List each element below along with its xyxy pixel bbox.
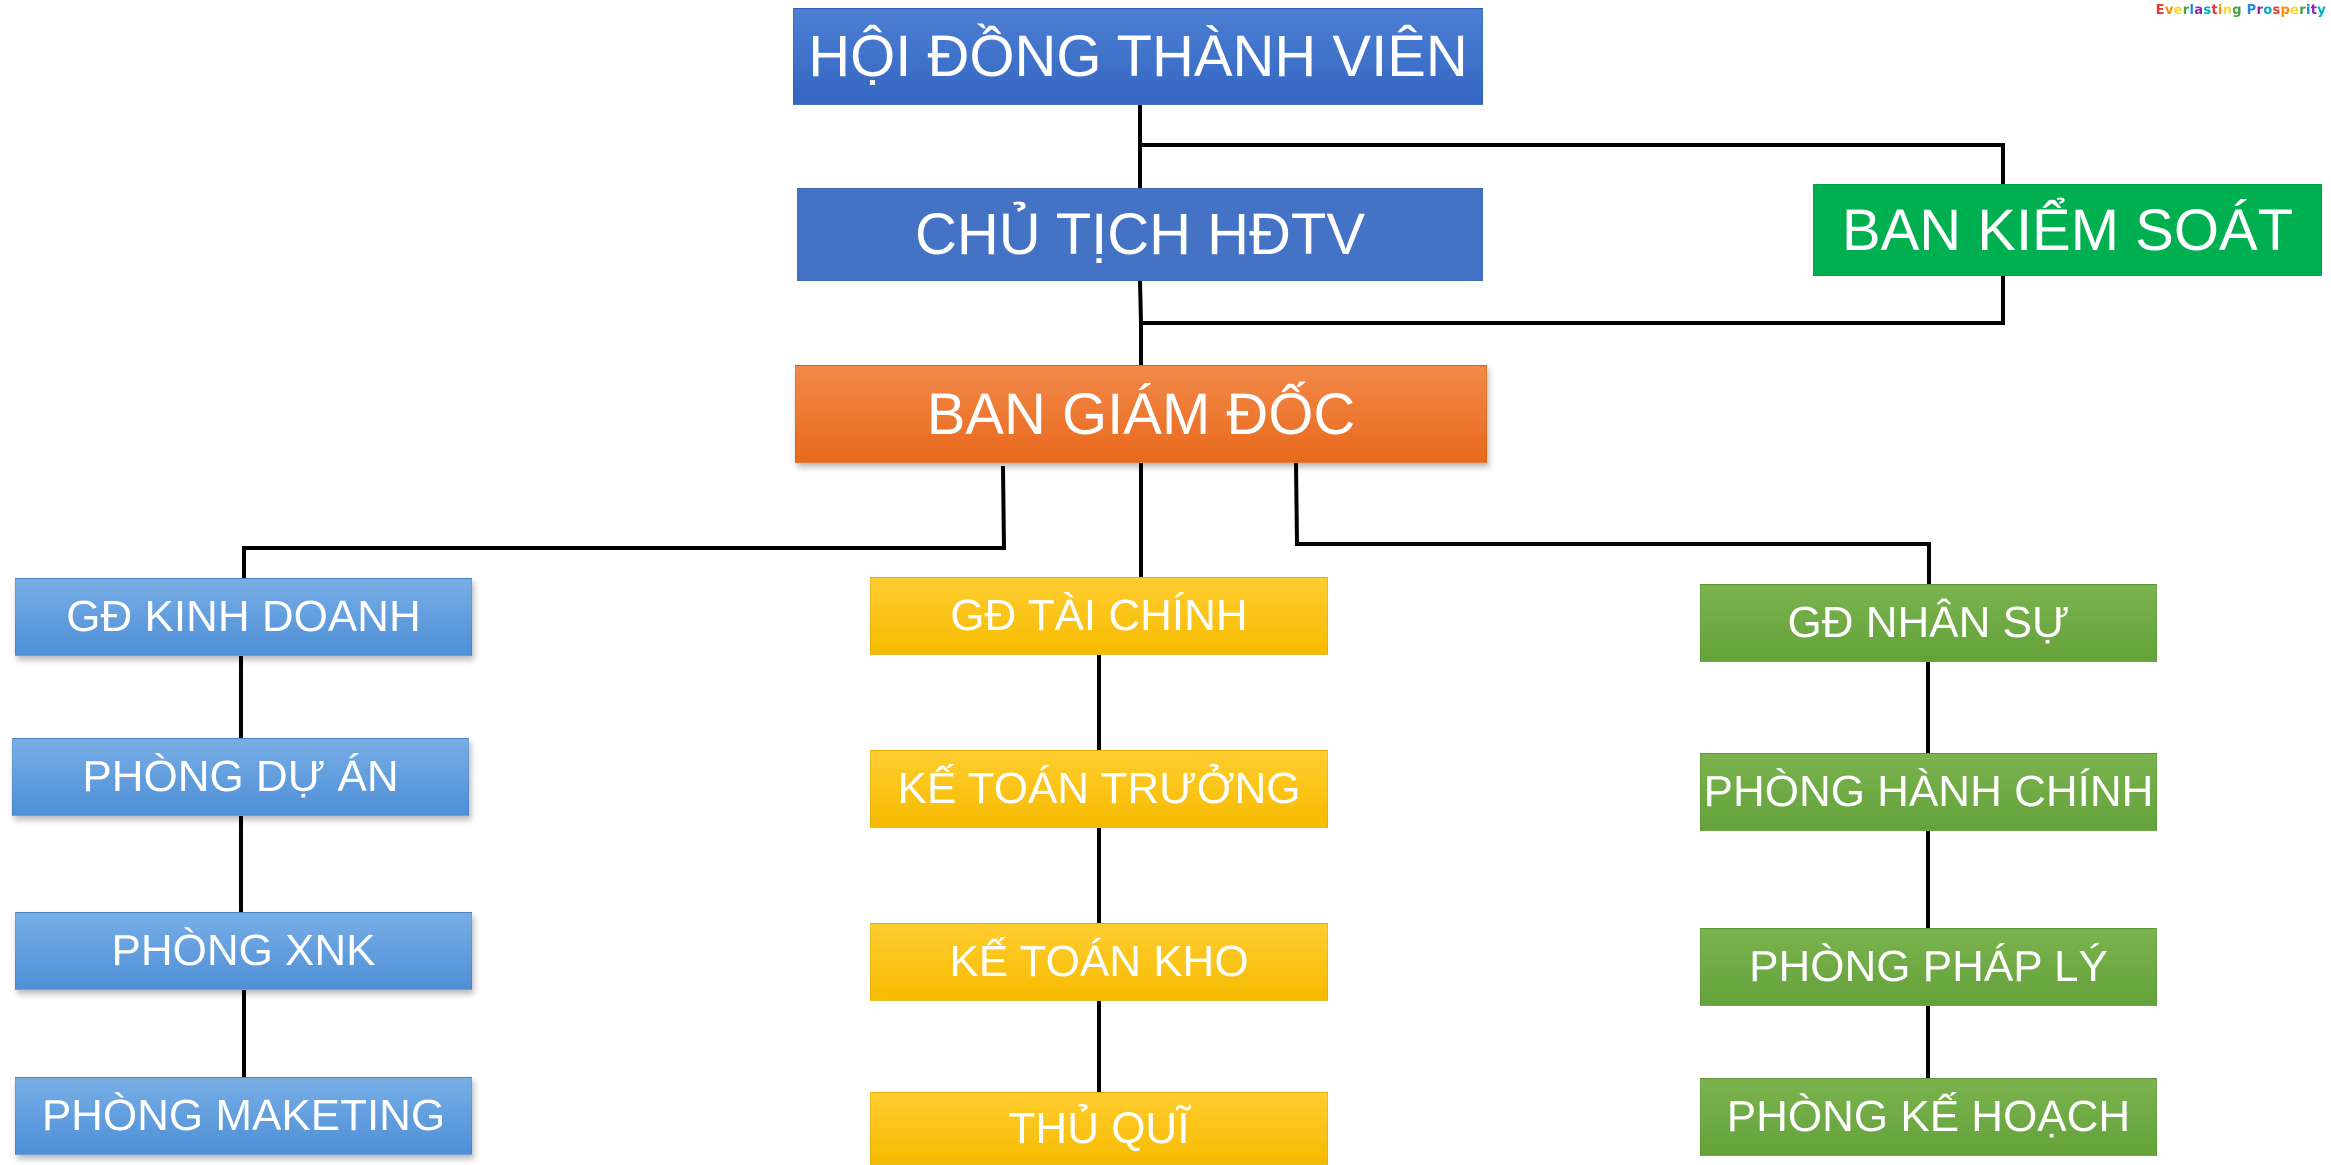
node-phong-phap-ly: PHÒNG PHÁP LÝ bbox=[1700, 928, 2157, 1006]
node-hoi-dong-thanh-vien: HỘI ĐỒNG THÀNH VIÊN bbox=[793, 8, 1483, 105]
node-label: CHỦ TỊCH HĐTV bbox=[914, 202, 1366, 267]
node-label: PHÒNG XNK bbox=[111, 926, 376, 975]
logo-letter: n bbox=[2222, 3, 2233, 18]
node-label: HỘI ĐỒNG THÀNH VIÊN bbox=[808, 24, 1468, 89]
logo-letter: r bbox=[2182, 3, 2190, 18]
node-phong-du-an: PHÒNG DỰ ÁN bbox=[12, 738, 469, 816]
logo-letter: i bbox=[2305, 3, 2311, 18]
node-gd-kinh-doanh: GĐ KINH DOANH bbox=[15, 578, 472, 656]
node-phong-maketing: PHÒNG MAKETING bbox=[15, 1077, 472, 1155]
node-label: KẾ TOÁN TRƯỞNG bbox=[897, 764, 1301, 813]
logo-letter: E bbox=[2155, 3, 2165, 18]
logo-letter: a bbox=[2194, 3, 2204, 18]
connector-hdtv-bankiemsoat bbox=[1138, 143, 2005, 186]
node-ke-toan-kho: KẾ TOÁN KHO bbox=[870, 923, 1328, 1001]
node-label: BAN KIỂM SOÁT bbox=[1841, 197, 2294, 263]
node-gd-nhan-su: GĐ NHÂN SỰ bbox=[1700, 584, 2157, 662]
connector-bgd-nhansu bbox=[1293, 460, 1931, 586]
brand-logo: Everlasting Prosperity bbox=[2156, 3, 2326, 18]
connector-bgd-kinhdoanh bbox=[242, 465, 1007, 580]
node-label: GĐ NHÂN SỰ bbox=[1787, 598, 2070, 647]
logo-letter: t bbox=[2310, 3, 2318, 18]
node-thu-qui: THỦ QUĨ bbox=[870, 1092, 1328, 1165]
node-phong-ke-hoach: PHÒNG KẾ HOẠCH bbox=[1700, 1078, 2157, 1156]
node-gd-tai-chinh: GĐ TÀI CHÍNH bbox=[870, 577, 1328, 655]
node-ban-kiem-soat: BAN KIỂM SOÁT bbox=[1813, 184, 2322, 276]
connector-bankiemsoat-bangiamdoc bbox=[1139, 274, 2005, 325]
logo-letter: r bbox=[2299, 3, 2306, 18]
node-chu-tich-hdtv: CHỦ TỊCH HĐTV bbox=[797, 188, 1483, 281]
logo-letter: r bbox=[2256, 3, 2264, 18]
node-phong-hanh-chinh: PHÒNG HÀNH CHÍNH bbox=[1700, 753, 2157, 831]
logo-letter: s bbox=[2272, 3, 2281, 18]
logo-letter: o bbox=[2263, 3, 2273, 18]
node-label: PHÒNG KẾ HOẠCH bbox=[1726, 1092, 2131, 1141]
logo-letter: i bbox=[2217, 3, 2223, 18]
node-label: PHÒNG PHÁP LÝ bbox=[1749, 942, 2108, 991]
node-ban-giam-doc: BAN GIÁM ĐỐC bbox=[795, 365, 1487, 463]
node-label: BAN GIÁM ĐỐC bbox=[926, 381, 1356, 447]
node-label: PHÒNG HÀNH CHÍNH bbox=[1703, 767, 2154, 816]
logo-letter: p bbox=[2280, 3, 2291, 18]
logo-letter: s bbox=[2203, 3, 2212, 18]
logo-letter: g bbox=[2232, 3, 2242, 18]
logo-letter: t bbox=[2211, 3, 2218, 18]
node-label: GĐ KINH DOANH bbox=[66, 592, 421, 641]
node-label: KẾ TOÁN KHO bbox=[949, 937, 1249, 986]
node-label: GĐ TÀI CHÍNH bbox=[950, 591, 1248, 640]
logo-letter: e bbox=[2173, 3, 2183, 18]
node-label: PHÒNG DỰ ÁN bbox=[82, 752, 399, 801]
node-ke-toan-truong: KẾ TOÁN TRƯỞNG bbox=[870, 750, 1328, 828]
logo-letter: l bbox=[2189, 3, 2195, 18]
logo-letter: P bbox=[2246, 3, 2257, 18]
node-label: PHÒNG MAKETING bbox=[41, 1091, 446, 1140]
logo-letter: v bbox=[2164, 3, 2174, 18]
logo-letter: y bbox=[2317, 3, 2326, 18]
node-label: THỦ QUĨ bbox=[1008, 1103, 1190, 1153]
logo-letter: e bbox=[2290, 3, 2300, 18]
node-phong-xnk: PHÒNG XNK bbox=[15, 912, 472, 990]
